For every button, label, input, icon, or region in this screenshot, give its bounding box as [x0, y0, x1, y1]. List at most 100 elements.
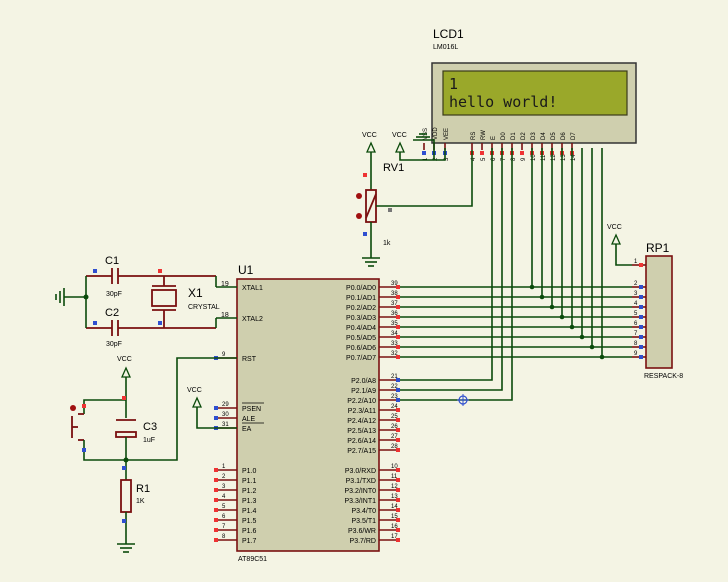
- svg-text:D1: D1: [511, 132, 517, 140]
- svg-text:32: 32: [391, 351, 398, 357]
- svg-text:35: 35: [391, 321, 398, 327]
- svg-text:P0.4/AD4: P0.4/AD4: [346, 325, 376, 332]
- u1-pin-p2-7-a15: P2.7/A15 28: [347, 444, 400, 455]
- svg-text:RST: RST: [242, 356, 257, 363]
- svg-text:9: 9: [222, 352, 226, 358]
- crystal-section[interactable]: C1 30pF C2 30pF X1 CRYSTAL 19 18: [55, 255, 237, 348]
- u1-pin-p2-2-a10: P2.2/A10 23: [347, 394, 400, 405]
- svg-text:P0.5/AD5: P0.5/AD5: [346, 335, 376, 342]
- svg-text:22: 22: [391, 384, 398, 390]
- rp1-pin-1: 1: [632, 259, 646, 267]
- u1-pin-xtal2: XTAL2: [242, 316, 263, 323]
- svg-text:5: 5: [222, 504, 226, 510]
- svg-text:P2.7/A15: P2.7/A15: [347, 448, 376, 455]
- u1-pin-p2-6-a14: P2.6/A14 27: [347, 434, 400, 445]
- p0-bus-wires: [400, 148, 632, 360]
- u1-pin-p1-3: P1.34: [214, 494, 257, 505]
- svg-text:3: 3: [634, 291, 638, 297]
- lcd-pin-d0: D07: [500, 132, 507, 161]
- svg-text:P3.1/TXD: P3.1/TXD: [346, 478, 376, 485]
- u1-pin-p1-6: P1.67: [214, 524, 257, 535]
- svg-text:EA: EA: [242, 426, 252, 433]
- lcd-ground: [413, 133, 435, 160]
- svg-text:30pF: 30pF: [106, 341, 122, 348]
- rp1-pin-6: 6: [632, 321, 646, 329]
- svg-text:2: 2: [433, 157, 439, 161]
- svg-text:RS: RS: [471, 132, 477, 140]
- svg-text:34: 34: [391, 331, 398, 337]
- svg-text:P2.6/A14: P2.6/A14: [347, 438, 376, 445]
- svg-text:27: 27: [391, 434, 398, 440]
- svg-text:24: 24: [391, 404, 398, 410]
- svg-text:P1.2: P1.2: [242, 488, 257, 495]
- svg-text:30pF: 30pF: [106, 291, 122, 298]
- rp1-pin-9: 9: [632, 351, 646, 359]
- svg-text:2: 2: [634, 281, 638, 287]
- lcd-ref: LCD1: [433, 27, 464, 41]
- svg-text:6: 6: [634, 321, 638, 327]
- lcd-line1: 1: [449, 75, 458, 93]
- svg-text:VCC: VCC: [607, 224, 622, 231]
- svg-text:6: 6: [222, 514, 226, 520]
- svg-text:U1: U1: [238, 263, 254, 277]
- svg-text:10: 10: [391, 464, 398, 470]
- svg-text:1: 1: [634, 259, 638, 265]
- svg-text:8: 8: [634, 341, 638, 347]
- svg-text:P1.6: P1.6: [242, 528, 257, 535]
- svg-text:1: 1: [222, 464, 226, 470]
- lcd-pin-rw: RW5: [480, 130, 487, 161]
- reset-section[interactable]: VCC C3 1uF R1 1K VCC: [70, 356, 237, 553]
- svg-text:19: 19: [221, 281, 229, 288]
- svg-text:13: 13: [561, 154, 567, 161]
- svg-text:VCC: VCC: [362, 132, 377, 139]
- svg-text:2: 2: [222, 474, 226, 480]
- svg-text:14: 14: [571, 154, 577, 161]
- svg-text:P3.6/WR: P3.6/WR: [348, 528, 376, 535]
- svg-text:P2.2/A10: P2.2/A10: [347, 398, 376, 405]
- rp1-pin-8: 8: [632, 341, 646, 349]
- svg-text:P0.0/AD0: P0.0/AD0: [346, 285, 376, 292]
- u1-chip[interactable]: U1 AT89C51 XTAL1XTAL2RST9PSEN29ALE30EA31…: [214, 263, 400, 563]
- svg-text:12: 12: [551, 154, 557, 161]
- svg-text:RW: RW: [481, 130, 487, 140]
- svg-text:12: 12: [391, 484, 398, 490]
- svg-text:3: 3: [222, 484, 226, 490]
- svg-text:E: E: [491, 136, 497, 140]
- svg-text:VDD: VDD: [433, 127, 439, 140]
- svg-text:28: 28: [391, 444, 398, 450]
- u1-pin-p1-5: P1.56: [214, 514, 257, 525]
- svg-text:15: 15: [391, 514, 398, 520]
- svg-text:23: 23: [391, 394, 398, 400]
- svg-text:VEE: VEE: [444, 128, 450, 140]
- svg-text:13: 13: [391, 494, 398, 500]
- rv1[interactable]: RV1 1k: [356, 150, 473, 267]
- u1-pin-p3-2-int0: P3.2/INT0 12: [344, 484, 400, 495]
- svg-text:7: 7: [634, 331, 638, 337]
- lcd1[interactable]: LCD1 LM016L 1 hello world! VSS1VDD2VEE3R…: [422, 27, 637, 161]
- svg-text:14: 14: [391, 504, 398, 510]
- rp1-pin-3: 3: [632, 291, 646, 299]
- svg-text:4: 4: [471, 157, 477, 161]
- svg-text:P3.3/INT1: P3.3/INT1: [344, 498, 376, 505]
- lcd-pin-rs: RS 4: [470, 132, 477, 161]
- lcd-pin-d2: D29: [520, 132, 527, 161]
- svg-text:VCC: VCC: [117, 356, 132, 363]
- svg-text:P3.4/T0: P3.4/T0: [351, 508, 376, 515]
- svg-text:P3.2/INT0: P3.2/INT0: [344, 488, 376, 495]
- svg-text:P1.7: P1.7: [242, 538, 257, 545]
- svg-text:XTAL1: XTAL1: [242, 285, 263, 292]
